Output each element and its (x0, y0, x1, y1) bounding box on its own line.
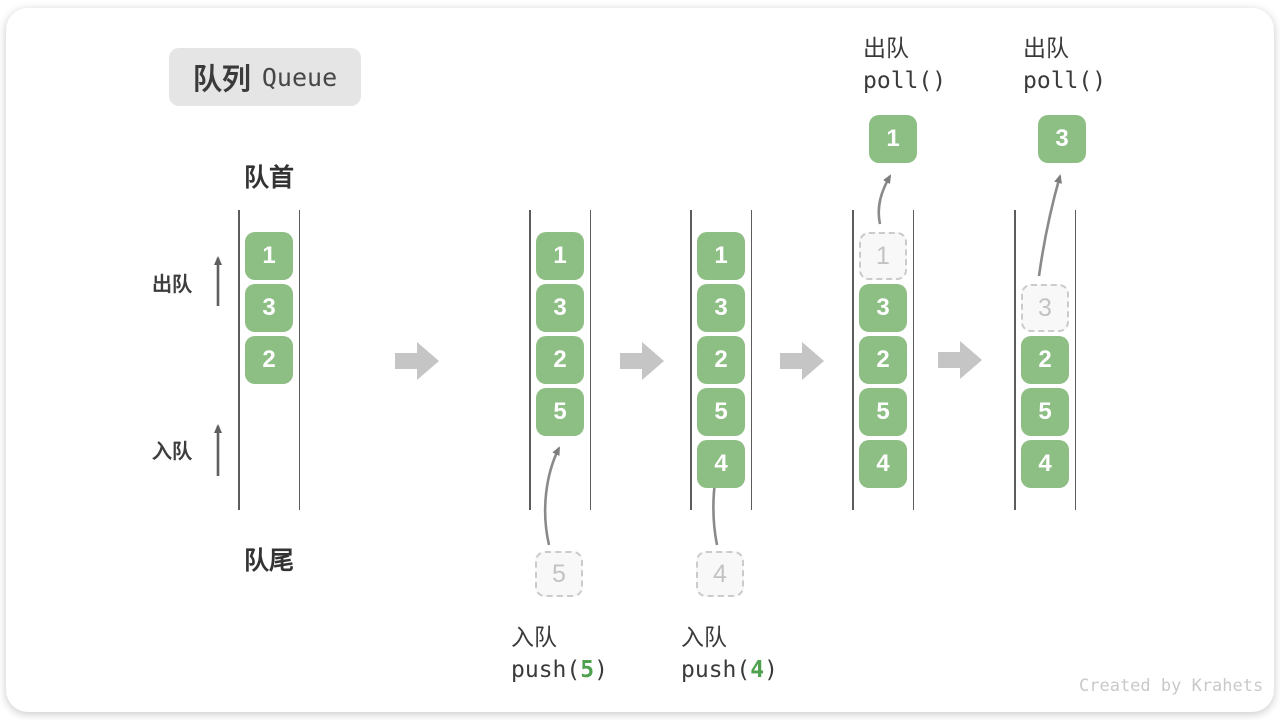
queue-wall (852, 210, 854, 510)
queue-wall (690, 210, 692, 510)
queue-item: 2 (245, 336, 293, 384)
push-arg: 4 (750, 657, 765, 683)
flow-arrow-icon (780, 342, 824, 380)
popped-item: 3 (1038, 115, 1086, 163)
queue-state-1: 1 3 2 (238, 210, 300, 510)
flow-arrow-icon (620, 342, 664, 380)
arrows-overlay (214, 174, 1062, 546)
title-zh: 队列 (192, 64, 251, 96)
poll-code-label: poll() (1023, 68, 1107, 94)
poll-annotation: 出队 poll() (863, 32, 946, 98)
poll-code-label: poll() (863, 68, 947, 94)
queue-item: 3 (536, 284, 584, 332)
removed-item-ghost: 1 (859, 232, 907, 280)
flow-arrow-icon (938, 341, 982, 379)
incoming-item-ghost: 4 (696, 551, 744, 597)
queue-wall (912, 210, 914, 510)
watermark: Created by Krahets (1079, 676, 1264, 696)
push-annotation: 入队 push(4) (681, 621, 778, 687)
queue-item: 4 (1021, 440, 1069, 488)
push-arg: 5 (580, 657, 595, 683)
queue-wall (529, 210, 531, 510)
queue-item: 2 (697, 336, 745, 384)
poll-annotation: 出队 poll() (1023, 32, 1106, 98)
queue-state-5: 3 2 5 4 3 (1014, 115, 1086, 510)
queue-wall (298, 210, 300, 510)
title-badge: 队列 Queue (169, 48, 361, 106)
queue-item: 3 (859, 284, 907, 332)
queue-item: 2 (859, 336, 907, 384)
popped-item: 1 (869, 115, 917, 163)
poll-action-label: 出队 (1023, 35, 1069, 61)
queue-wall (238, 210, 240, 510)
removed-item-ghost: 3 (1021, 284, 1069, 332)
queue-item: 1 (245, 232, 293, 280)
queue-item: 3 (245, 284, 293, 332)
diagram-canvas: 队列 Queue 队首 队尾 出队 入队 (6, 8, 1274, 712)
queue-state-2: 1 3 2 5 5 (529, 210, 591, 597)
queue-item: 4 (697, 440, 745, 488)
queue-item: 5 (1021, 388, 1069, 436)
push-action-label: 入队 (511, 624, 557, 650)
queue-wall (1074, 210, 1076, 510)
incoming-item-ghost: 5 (535, 551, 583, 597)
dequeue-direction-label: 出队 (152, 274, 192, 296)
queue-item: 2 (1021, 336, 1069, 384)
push-code-label: push(4) (681, 657, 778, 683)
queue-wall (750, 210, 752, 510)
push-annotation: 入队 push(5) (511, 621, 608, 687)
queue-rear-label: 队尾 (243, 547, 294, 575)
queue-item: 1 (536, 232, 584, 280)
push-code-label: push(5) (511, 657, 608, 683)
flow-arrow-icon (395, 342, 439, 380)
queue-item: 5 (536, 388, 584, 436)
queue-front-label: 队首 (243, 164, 294, 192)
queue-wall (589, 210, 591, 510)
poll-action-label: 出队 (863, 35, 909, 61)
queue-item: 5 (697, 388, 745, 436)
queue-state-3: 1 3 2 5 4 4 (690, 210, 752, 597)
title-en: Queue (261, 62, 338, 92)
queue-item: 4 (859, 440, 907, 488)
queue-item: 3 (697, 284, 745, 332)
push-action-label: 入队 (681, 624, 727, 650)
enqueue-direction-label: 入队 (152, 441, 192, 463)
queue-item: 1 (697, 232, 745, 280)
queue-wall (1014, 210, 1016, 510)
queue-item: 5 (859, 388, 907, 436)
queue-state-4: 1 3 2 5 4 1 (852, 115, 917, 510)
queue-item: 2 (536, 336, 584, 384)
